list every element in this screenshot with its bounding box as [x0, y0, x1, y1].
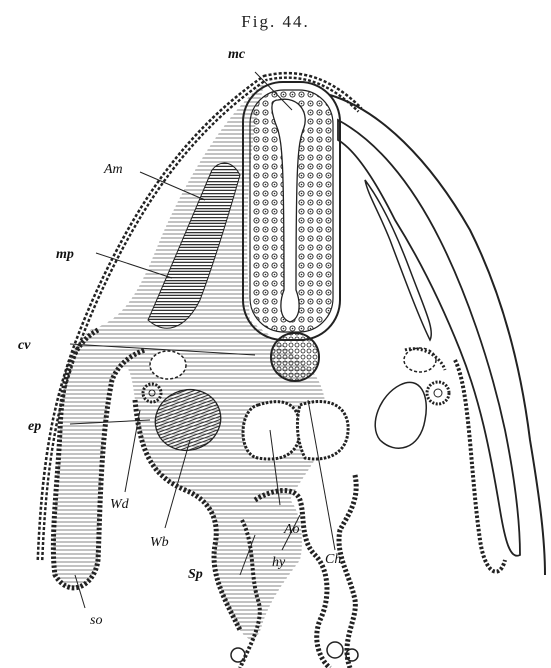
- body-wall-right: [330, 95, 545, 575]
- label-Ao: Ao: [283, 522, 300, 537]
- label-Ch: Ch: [325, 552, 341, 567]
- label-Sp: Sp: [188, 567, 203, 582]
- label-so: so: [90, 613, 102, 628]
- label-Wd: Wd: [110, 497, 130, 512]
- notochord: [271, 333, 319, 381]
- label-mp: mp: [56, 247, 74, 262]
- label-Wb: Wb: [150, 535, 169, 550]
- label-mc: mc: [228, 47, 246, 62]
- label-cv: cv: [18, 338, 31, 353]
- label-hy: hy: [272, 555, 286, 570]
- cardinal-vein: [150, 351, 186, 379]
- label-ep: ep: [28, 419, 41, 434]
- label-Am: Am: [103, 162, 123, 177]
- aorta: [243, 402, 300, 459]
